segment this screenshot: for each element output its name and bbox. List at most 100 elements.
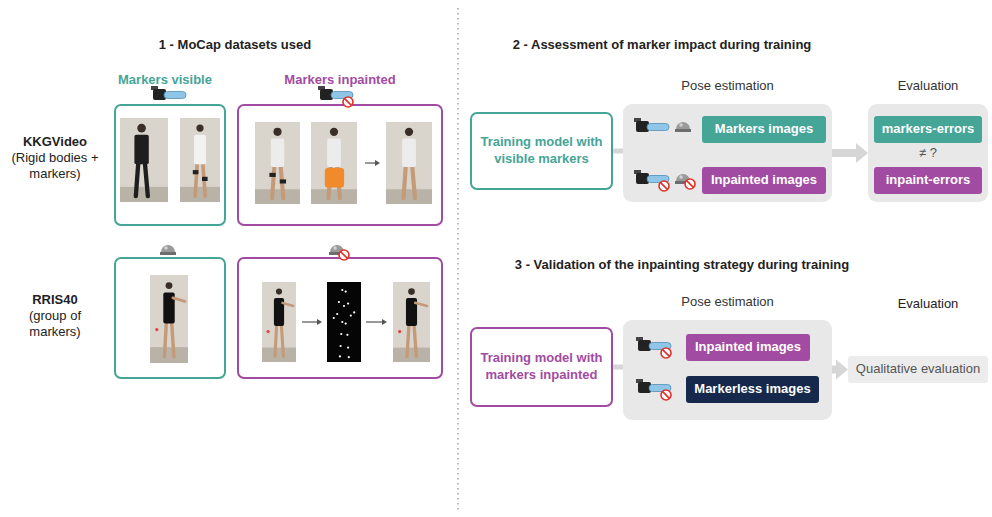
link-line — [613, 365, 623, 370]
person-head — [137, 124, 146, 133]
marker-dot — [267, 330, 270, 333]
person-head — [276, 289, 282, 295]
person-head — [330, 128, 338, 136]
marker-dot — [339, 355, 341, 357]
no-sign — [685, 179, 695, 189]
person-torso — [402, 138, 416, 167]
training-box: Training model with markers inpainted — [470, 327, 613, 407]
person-leg — [272, 166, 274, 198]
photo-frame — [262, 282, 296, 362]
photo-frame — [386, 122, 432, 204]
rigid-body-band — [164, 92, 186, 99]
person-leg — [407, 325, 409, 356]
person-leg — [145, 163, 148, 196]
marker-base — [675, 129, 691, 132]
step-arrow-head — [382, 319, 387, 325]
column-heading: Evaluation — [868, 296, 988, 312]
flow-arrow — [832, 149, 856, 157]
section-divider — [457, 8, 458, 512]
person-leg — [403, 166, 405, 198]
column-heading: Markers visible — [100, 72, 230, 88]
marker-dot — [336, 313, 338, 315]
dataset-name: KKGVideo — [5, 134, 105, 150]
marker-dot — [340, 345, 342, 347]
photo-frame — [311, 122, 357, 204]
no-sign-slash — [663, 392, 670, 399]
no-sign — [343, 97, 353, 107]
flow-arrow — [832, 366, 836, 374]
person-head — [408, 288, 415, 295]
photo-frame — [150, 275, 188, 363]
person-arm — [282, 303, 293, 306]
marker-dot — [347, 347, 349, 349]
rigid-body — [193, 170, 199, 174]
dataset-frame — [115, 258, 225, 378]
rigid-body — [202, 177, 208, 181]
image-set-tag: Inpainted images — [686, 334, 810, 361]
person-torso — [271, 138, 285, 167]
person-head — [166, 282, 173, 289]
stage-panel: Inpainted imagesMarkerless imagesPose es… — [623, 320, 832, 420]
person-leg — [136, 163, 138, 196]
section-heading: 1 - MoCap datasets used — [130, 37, 340, 53]
link-line — [613, 149, 623, 154]
dataset-name: RRIS40 — [5, 292, 105, 308]
person-torso — [134, 135, 148, 164]
person-leg — [195, 163, 197, 196]
marker-highlight — [679, 175, 683, 179]
person-leg — [412, 166, 415, 198]
photo-frame — [180, 118, 220, 202]
marker-base — [160, 252, 176, 255]
person-head — [273, 128, 281, 136]
no-sign-slash — [687, 181, 694, 188]
box-text: Inpainted images — [711, 172, 817, 189]
photo-floor — [311, 189, 357, 204]
marker-dot — [347, 303, 349, 305]
evaluation-box: Qualitative evaluation — [848, 356, 988, 383]
no-sign — [339, 250, 349, 260]
no-sign-slash — [661, 183, 668, 190]
no-sign — [661, 348, 671, 358]
photo-floor — [262, 348, 296, 362]
photo-floor — [255, 189, 300, 204]
marker-highlight — [679, 123, 683, 127]
step-arrow-head — [375, 160, 380, 166]
photo-frame — [120, 118, 168, 202]
photo-floor — [386, 189, 432, 204]
image-set-tag: Markers images — [702, 116, 826, 143]
person-torso — [327, 138, 341, 167]
marker-dot — [348, 356, 350, 358]
no-sign-slash — [341, 252, 348, 259]
photo-floor — [393, 348, 430, 362]
rigid-body-band — [647, 124, 669, 131]
inpaint-mask — [325, 168, 344, 188]
person-torso — [194, 135, 206, 164]
marker-dot — [398, 330, 401, 333]
no-sign-slash — [663, 350, 670, 357]
dataset-note: (Rigid bodies + markers) — [5, 150, 105, 183]
box-text: Markers images — [715, 121, 813, 138]
photo-frame — [255, 122, 300, 204]
training-box: Training model with visible markers — [470, 112, 613, 190]
photo-frame — [393, 282, 430, 362]
marker-dot — [345, 323, 347, 325]
dataset-frame — [238, 105, 442, 225]
marker-dot — [345, 291, 347, 293]
box-text: ≠ ? — [919, 145, 937, 162]
section-heading: 3 - Validation of the inpainting strateg… — [462, 257, 902, 273]
person-leg — [164, 323, 166, 357]
person-leg — [172, 323, 174, 357]
box-text: inpaint-errors — [886, 172, 971, 189]
photo-floor — [120, 187, 168, 202]
marker-dot — [340, 333, 342, 335]
box-text: markers-errors — [882, 121, 975, 138]
person-head — [196, 124, 203, 131]
marker-dot — [353, 311, 355, 313]
panel-heading: Evaluation — [868, 78, 988, 95]
marker-highlight — [164, 246, 168, 250]
step-arrow-head — [317, 319, 322, 325]
photo-frame — [327, 282, 361, 362]
marker-dome — [161, 245, 175, 252]
image-set-tag: Markerless images — [686, 376, 819, 403]
rigid-body — [280, 179, 286, 183]
